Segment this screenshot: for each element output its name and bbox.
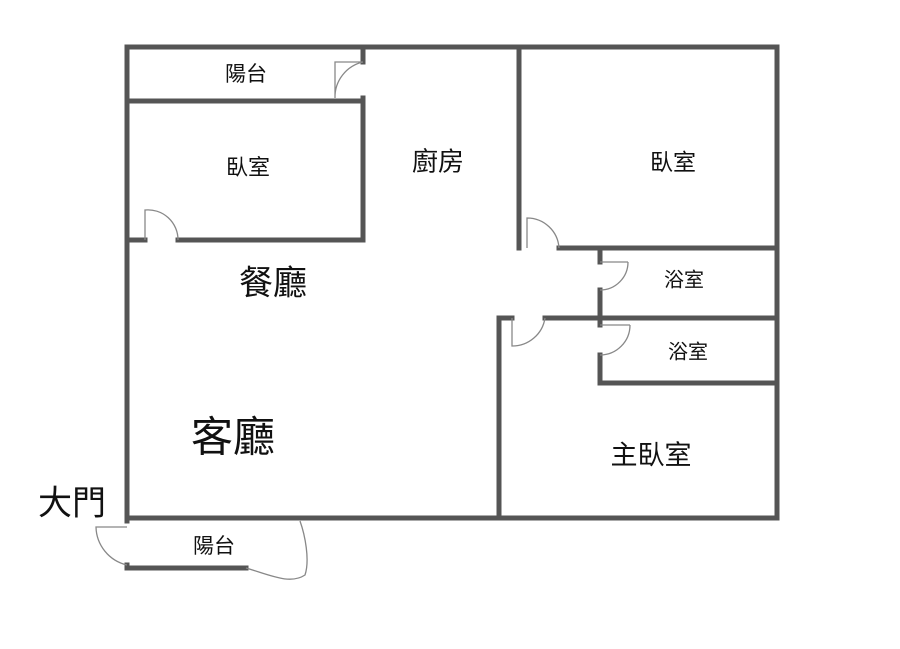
room-label-kitchen: 廚房 [411, 147, 465, 178]
walls [124, 44, 780, 571]
room-label-dining: 餐廳 [239, 263, 307, 304]
room-label-balcony-bottom: 陽台 [193, 534, 235, 558]
label-main-door: 大門 [38, 483, 106, 524]
room-label-master-bedroom: 主臥室 [610, 440, 692, 472]
room-label-bathroom-1: 浴室 [664, 267, 704, 292]
room-label-bathroom-2: 浴室 [668, 339, 708, 364]
room-label-balcony-top: 陽台 [225, 62, 267, 86]
room-label-living: 客廳 [190, 412, 276, 462]
room-label-bedroom-right: 臥室 [650, 150, 696, 176]
doors [95, 61, 631, 580]
room-label-bedroom-left: 臥室 [225, 156, 271, 181]
